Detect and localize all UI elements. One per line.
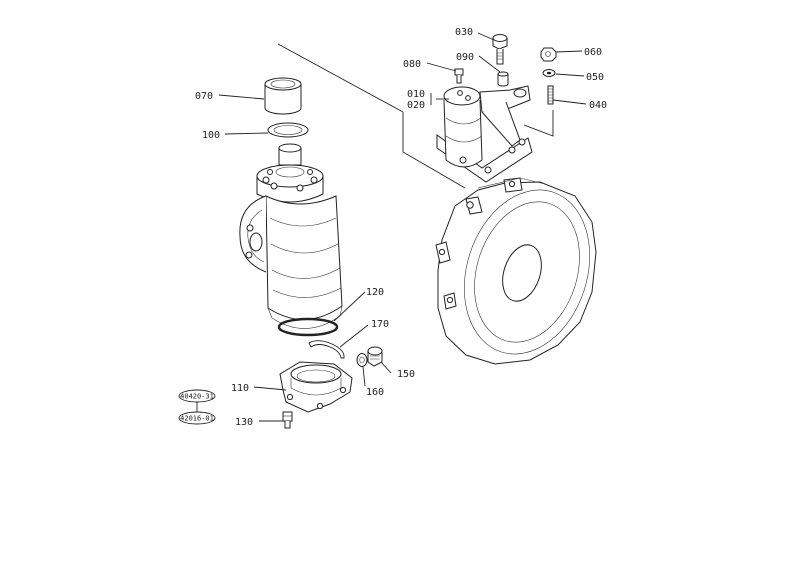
part-120-o-ring xyxy=(277,317,339,337)
label-020: 020 xyxy=(407,100,425,111)
part-110-flange-cover xyxy=(279,361,353,413)
reference-oval-2 xyxy=(178,411,216,425)
reference-callouts: 40420-31 42016-01 xyxy=(178,389,216,425)
label-160: 160 xyxy=(366,387,384,398)
part-number-labels: 070 100 120 170 150 160 110 130 030 090 … xyxy=(195,27,607,428)
label-170: 170 xyxy=(371,319,389,330)
part-060-nut xyxy=(540,47,557,62)
label-030: 030 xyxy=(455,27,473,38)
part-flywheel-housing xyxy=(435,177,597,365)
part-160-washer xyxy=(356,353,368,367)
bracket-connection-line xyxy=(523,110,554,137)
reference-1: 40420-31 xyxy=(180,393,214,401)
part-040-stud xyxy=(547,85,554,105)
reference-2: 42016-01 xyxy=(180,415,214,423)
label-050: 050 xyxy=(586,72,604,83)
leader-lines xyxy=(218,32,587,422)
part-090-collar xyxy=(497,71,509,87)
assembly-connection-line xyxy=(277,43,466,189)
label-100: 100 xyxy=(202,130,220,141)
label-040: 040 xyxy=(589,100,607,111)
part-080-bolt xyxy=(454,68,464,84)
part-130-bolt xyxy=(282,411,293,429)
label-060: 060 xyxy=(584,47,602,58)
part-070-bushing xyxy=(264,77,302,115)
label-130: 130 xyxy=(235,417,253,428)
part-010-020-engine-bracket xyxy=(436,85,533,183)
label-120: 120 xyxy=(366,287,384,298)
part-150-plug xyxy=(367,346,383,367)
label-080: 080 xyxy=(403,59,421,70)
label-070: 070 xyxy=(195,91,213,102)
part-030-bolt xyxy=(492,34,508,65)
part-170-snap-ring xyxy=(308,340,345,359)
label-110: 110 xyxy=(231,383,249,394)
label-090: 090 xyxy=(456,52,474,63)
part-main-housing xyxy=(239,143,343,329)
part-100-seal-ring xyxy=(267,122,309,138)
label-010: 010 xyxy=(407,89,425,100)
label-150: 150 xyxy=(397,369,415,380)
part-050-washer xyxy=(542,69,556,77)
